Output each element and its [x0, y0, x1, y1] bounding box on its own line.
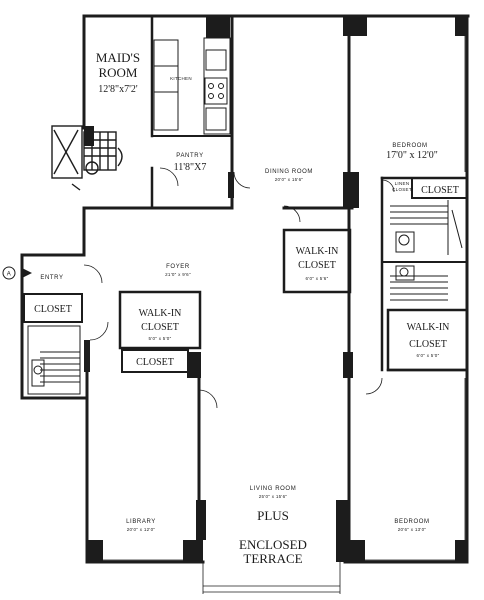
arrow-right-icon [22, 268, 32, 278]
closet-right-top-label: CLOSET [421, 185, 459, 196]
living-room-label: LIVING ROOM [250, 486, 297, 492]
bath-left [27, 325, 81, 395]
entry-marker-letter: A [7, 272, 12, 278]
column [345, 540, 365, 562]
foyer-dim: 21'0" x 9'6" [165, 272, 191, 277]
walkin-left-label-2: CLOSET [141, 322, 179, 333]
sink-icon [33, 365, 43, 375]
kitchen-label: KITCHEN [170, 76, 192, 81]
windows [103, 36, 466, 561]
column [183, 540, 203, 562]
entry-marker-circle [2, 266, 16, 280]
column [343, 172, 359, 208]
bath-right [390, 200, 463, 301]
maids-room-label-2: ROOM [98, 65, 137, 80]
closet-small-box [121, 349, 189, 373]
walkin-left-label-1: WALK-IN [139, 308, 182, 319]
columns [84, 16, 468, 562]
column [228, 172, 234, 198]
linen-label-2: CLOSET [392, 187, 412, 192]
walkin-center-label-1: WALK-IN [296, 246, 339, 257]
foyer-label: FOYER [166, 264, 190, 270]
walkin-center-box [282, 228, 352, 294]
pantry-dim: 11'8"X7 [174, 162, 207, 173]
door-swing [83, 264, 103, 284]
bedroom-top-label: BEDROOM [392, 143, 427, 149]
bedroom-bottom-label: BEDROOM [394, 519, 429, 525]
terrace-label-2: TERRACE [243, 551, 302, 566]
closet-small-label: CLOSET [136, 357, 174, 368]
column [455, 16, 468, 36]
dining-room-label: DINING ROOM [265, 169, 313, 175]
doors [83, 167, 395, 409]
sink-icon [205, 49, 227, 71]
door-swing [283, 205, 301, 223]
column [206, 16, 230, 38]
column [343, 16, 367, 36]
door-swing [381, 179, 395, 193]
column [87, 540, 103, 562]
entry-marker: A [2, 266, 32, 280]
door-swing [159, 167, 179, 187]
maids-room-label-1: MAID'S [96, 50, 140, 65]
walkin-left-box [118, 290, 202, 350]
terrace-railing [202, 562, 341, 594]
dining-room-dim: 20'0" x 15'6" [275, 177, 304, 182]
stove-icon [204, 77, 228, 105]
labels: MAID'S ROOM 12'8"x7'2' KITCHEN PANTRY 11… [34, 50, 459, 566]
column [455, 540, 468, 562]
door-swing [198, 389, 218, 409]
bedroom-bottom-dim: 20'6" x 13'0" [398, 527, 427, 532]
walkin-right-box [386, 308, 469, 372]
sink-icon [399, 267, 409, 277]
walkin-center-label-2: CLOSET [298, 260, 336, 271]
plus-label: PLUS [257, 508, 289, 523]
linen-label-1: LINEN [395, 181, 410, 186]
closet-left-label: CLOSET [34, 304, 72, 315]
door-swing [89, 321, 109, 341]
column [196, 500, 206, 540]
bathtub-lines [390, 205, 448, 301]
maid-bath [51, 125, 123, 191]
sink-icon [398, 234, 410, 246]
toilet-icon [31, 359, 45, 387]
entry-label: ENTRY [40, 275, 63, 281]
column [84, 340, 90, 372]
library-dim: 20'0" x 12'0" [127, 527, 156, 532]
toilet-icon [85, 161, 99, 175]
bedroom-top-dim: 17'0" x 12'0" [386, 150, 438, 161]
closet-left-box [23, 293, 83, 323]
column [84, 126, 94, 146]
door-swing [233, 171, 251, 189]
pantry-label: PANTRY [176, 153, 203, 159]
column [187, 352, 201, 378]
living-room-dim: 25'0" x 15'6" [259, 494, 288, 499]
walkin-center-dim: 6'0" x 5'6" [306, 276, 329, 281]
column [343, 352, 353, 378]
toilet-icon [395, 265, 415, 281]
walkin-right-label-2: CLOSET [409, 339, 447, 350]
door-swing [365, 377, 383, 395]
walkin-left-dim: 5'0" x 5'0" [149, 336, 172, 341]
walkin-right-dim: 6'0" x 5'0" [417, 353, 440, 358]
walls [20, 14, 470, 564]
terrace-label-1: ENCLOSED [239, 537, 307, 552]
kitchen-fixtures [153, 37, 231, 135]
closet-boxes [23, 228, 469, 373]
maids-room-dim: 12'8"x7'2' [98, 84, 138, 95]
walkin-right-label-1: WALK-IN [407, 322, 450, 333]
toilet-icon [395, 231, 415, 253]
library-label: LIBRARY [126, 519, 156, 525]
refrigerator-icon [205, 107, 227, 131]
